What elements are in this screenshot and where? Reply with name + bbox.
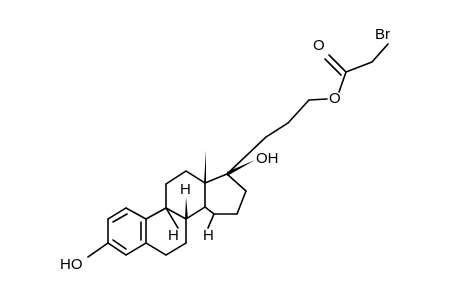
- ring-c: [165, 170, 206, 220]
- wedge-methyl-c18: [204, 150, 206, 183]
- atom-label-carbonyl-o: O: [313, 37, 325, 54]
- atom-label-ho: HO: [60, 256, 83, 273]
- atom-label-h8: H: [180, 181, 191, 198]
- bond-h14: [207, 213, 215, 229]
- bond-o-carbonyl-c: [338, 71, 347, 93]
- ring-b: [145, 207, 187, 256]
- wedge-h8: [185, 197, 188, 219]
- atom-label-h9: H: [168, 227, 179, 244]
- bond-ch2-br: [371, 43, 389, 63]
- ring-a: [107, 207, 147, 256]
- bond-c3-o: [87, 242, 109, 258]
- side-chain: [226, 98, 328, 175]
- atom-label-h14: H: [203, 227, 214, 244]
- bond-h9: [165, 207, 179, 229]
- atom-label-ester-o: O: [329, 90, 341, 107]
- ring-d: [204, 173, 247, 215]
- bond-carbonyl-double-1: [328, 54, 347, 73]
- wedge-c17-oh: [227, 160, 255, 176]
- bond-carbonyl-ch2: [345, 61, 373, 73]
- bond-carbonyl-double-2: [324, 58, 342, 76]
- atom-label-oh-17: OH: [256, 150, 279, 167]
- atom-label-br: Br: [375, 26, 390, 43]
